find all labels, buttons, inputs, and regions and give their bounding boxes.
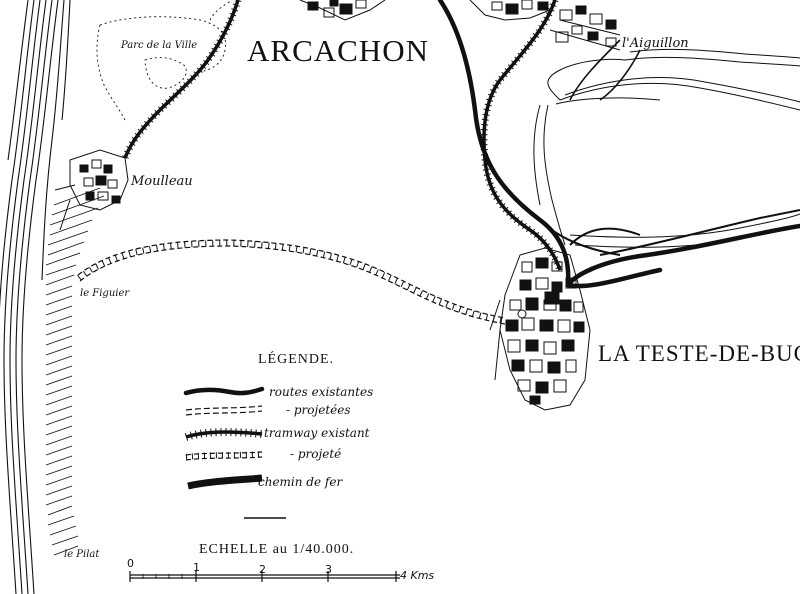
label-aiguillon: l'Aiguillon xyxy=(622,36,689,51)
coastline xyxy=(0,0,71,594)
label-moulleau: Moulleau xyxy=(131,174,193,189)
legend-item-tramway-projected: - projeté xyxy=(290,447,342,461)
legend-item-tramway-existing: tramway existant xyxy=(264,426,370,440)
legend-symbol-railway xyxy=(187,474,263,490)
scale-tick-4: 4 Kms xyxy=(400,569,435,582)
legend-item-road-projected: - projetées xyxy=(286,403,351,417)
legend-item-railway: chemin de fer xyxy=(258,475,343,489)
tramway-existing-lines xyxy=(121,0,564,272)
label-la-teste: LA TESTE-DE-BUCH xyxy=(598,341,800,366)
label-arcachon: ARCACHON xyxy=(247,33,429,68)
existing-roads xyxy=(539,209,800,256)
legend-symbols xyxy=(183,386,286,519)
scale-tick-3: 3 xyxy=(325,563,332,576)
legend-symbol-road-existing xyxy=(183,386,265,396)
park-outline xyxy=(96,0,233,123)
scale-tick-1: 1 xyxy=(193,561,200,574)
label-parc-de-la-ville: Parc de la Ville xyxy=(121,40,198,51)
label-le-pilat: le Pilat xyxy=(64,549,100,560)
arcachon-blocks xyxy=(299,0,621,51)
railway-lines xyxy=(437,0,800,289)
legend-item-road-existing: routes existantes xyxy=(269,385,374,399)
scale-title: ECHELLE au 1/40.000. xyxy=(199,542,355,557)
legend-title: LÉGENDE. xyxy=(258,352,335,367)
scale-tick-0: 0 xyxy=(127,557,134,570)
label-le-figuier: le Figuier xyxy=(80,288,130,299)
aiguillon-roads xyxy=(569,39,641,101)
dune-hatching xyxy=(45,187,105,556)
la-teste-blocks xyxy=(489,247,591,411)
scale-bar xyxy=(129,571,400,582)
tramway-projected-line xyxy=(77,239,506,325)
legend-symbol-road-projected xyxy=(185,405,263,411)
moulleau-blocks xyxy=(54,149,129,231)
scale-tick-2: 2 xyxy=(259,563,266,576)
